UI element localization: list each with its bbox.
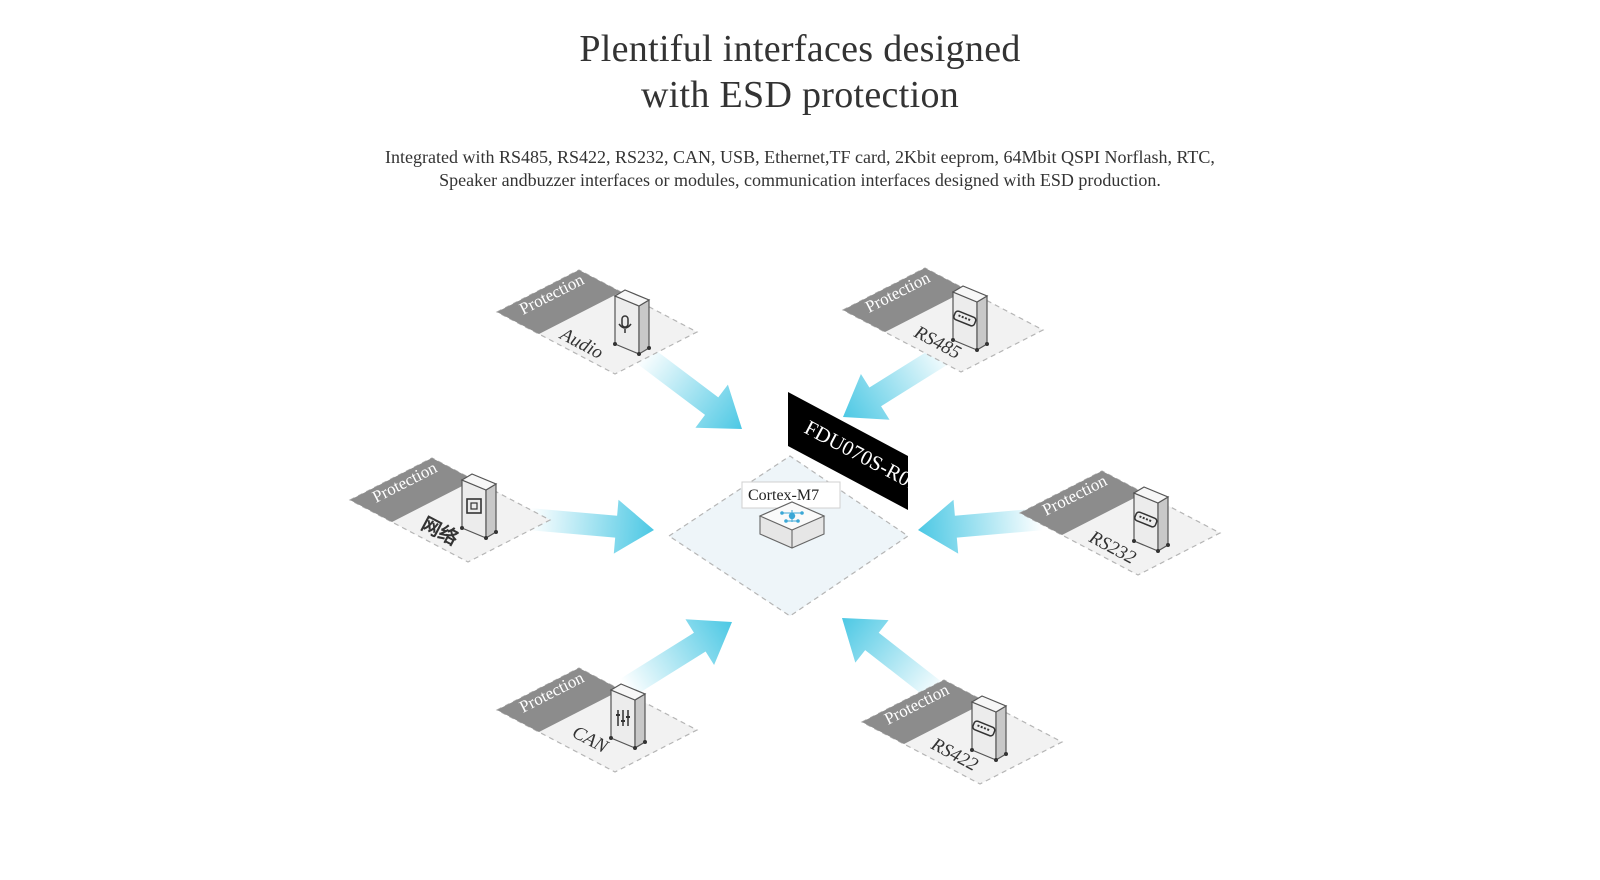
module-can: Protection CAN: [496, 667, 698, 773]
module-rs485: Protection RS485: [842, 267, 1044, 373]
serial-port-icon: [1134, 511, 1158, 528]
arrow-from-network: [527, 492, 657, 557]
module-audio: Protection Audio: [496, 269, 698, 375]
page-title-line-1: Plentiful interfaces designed: [579, 28, 1021, 70]
network-hub-icon: [758, 501, 826, 549]
module-network: Protection 网络: [349, 457, 551, 563]
description-line-1: Integrated with RS485, RS422, RS232, CAN…: [385, 147, 1215, 167]
serial-port-icon: [953, 310, 977, 327]
ethernet-port-icon: [466, 498, 482, 514]
serial-port-icon: [972, 720, 996, 737]
microphone-icon: [618, 315, 632, 333]
page-heading: Plentiful interfaces designed with ESD p…: [0, 26, 1600, 118]
core-label: Cortex-M7: [748, 487, 819, 504]
module-rs422: Protection RS422: [861, 679, 1063, 785]
page-title-line-2: with ESD protection: [640, 74, 960, 116]
description-line-2: Speaker andbuzzer interfaces or modules,…: [439, 170, 1161, 190]
module-rs232: Protection RS232: [1019, 470, 1221, 576]
can-bus-icon: [616, 710, 630, 726]
arrow-from-rs232: [915, 492, 1045, 557]
page-description: Integrated with RS485, RS422, RS232, CAN…: [0, 146, 1600, 192]
